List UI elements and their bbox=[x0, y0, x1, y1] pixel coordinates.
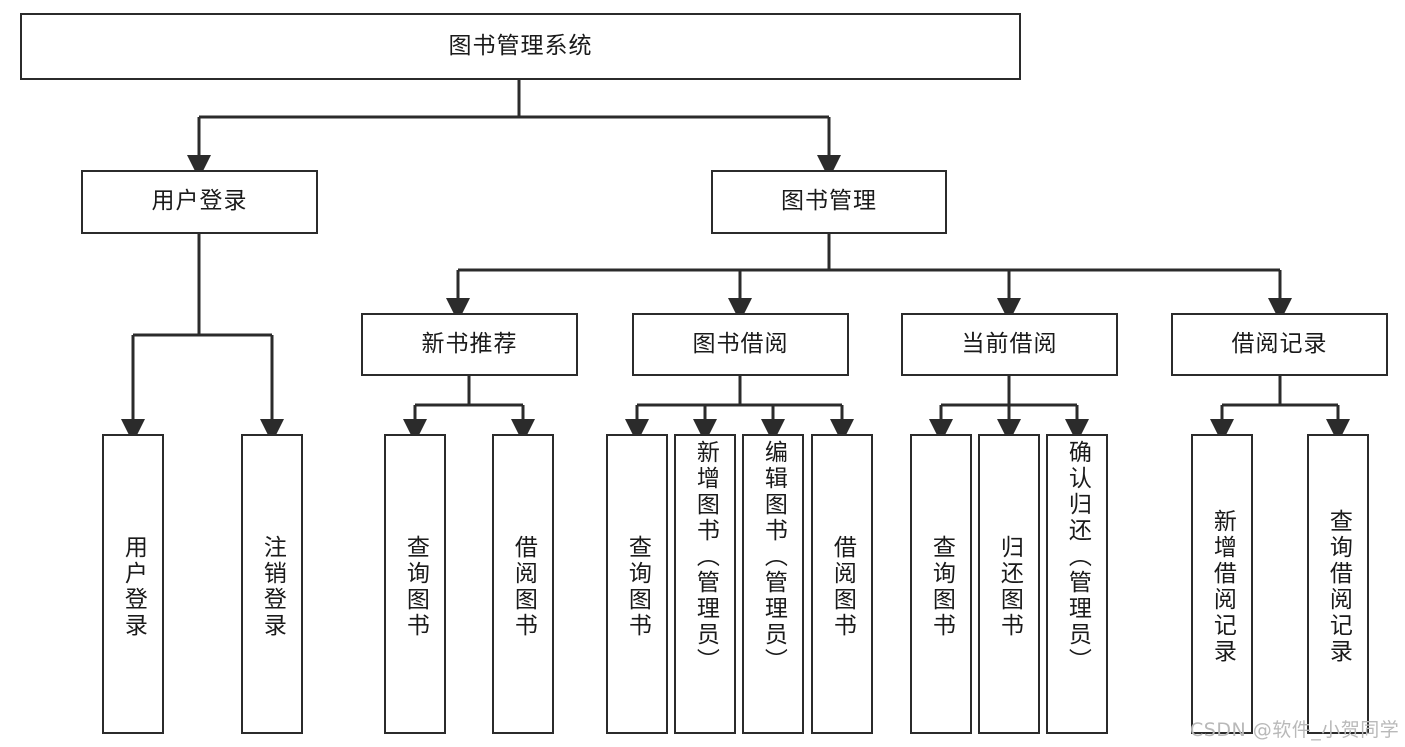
csdn-watermark: CSDN @软件_小贺同学 bbox=[1190, 719, 1400, 741]
leaf-edit-book-admin-label: 编辑图书（管理员） bbox=[760, 440, 787, 674]
leaf-confirm-return-admin-label: 确认归还（管理员） bbox=[1064, 440, 1091, 674]
node-root[interactable]: 图书管理系统 bbox=[20, 13, 1021, 80]
leaf-query-book-current[interactable]: 查询图书 bbox=[910, 434, 972, 734]
leaf-query-book-current-label: 查询图书 bbox=[928, 535, 955, 639]
node-current-borrow[interactable]: 当前借阅 bbox=[901, 313, 1118, 376]
leaf-add-book-admin[interactable]: 新增图书（管理员） bbox=[674, 434, 736, 734]
leaf-borrow-book-recommend-label: 借阅图书 bbox=[510, 535, 537, 639]
leaf-query-book-recommend[interactable]: 查询图书 bbox=[384, 434, 446, 734]
leaf-add-borrow-record[interactable]: 新增借阅记录 bbox=[1191, 434, 1253, 734]
leaf-query-borrow-record-label: 查询借阅记录 bbox=[1325, 509, 1352, 665]
leaf-borrow-book-label: 借阅图书 bbox=[829, 535, 856, 639]
node-user-login-label: 用户登录 bbox=[151, 188, 248, 215]
leaf-borrow-book[interactable]: 借阅图书 bbox=[811, 434, 873, 734]
leaf-query-book-borrow[interactable]: 查询图书 bbox=[606, 434, 668, 734]
leaf-borrow-book-recommend[interactable]: 借阅图书 bbox=[492, 434, 554, 734]
node-new-book-recommend-label: 新书推荐 bbox=[421, 330, 518, 357]
node-current-borrow-label: 当前借阅 bbox=[961, 330, 1058, 357]
node-borrow-record[interactable]: 借阅记录 bbox=[1171, 313, 1388, 376]
leaf-add-borrow-record-label: 新增借阅记录 bbox=[1209, 509, 1236, 665]
leaf-edit-book-admin[interactable]: 编辑图书（管理员） bbox=[742, 434, 804, 734]
leaf-user-login-label: 用户登录 bbox=[120, 535, 147, 639]
node-book-management[interactable]: 图书管理 bbox=[711, 170, 947, 234]
leaf-logout[interactable]: 注销登录 bbox=[241, 434, 303, 734]
node-new-book-recommend[interactable]: 新书推荐 bbox=[361, 313, 578, 376]
node-root-label: 图书管理系统 bbox=[448, 32, 593, 59]
leaf-user-login[interactable]: 用户登录 bbox=[102, 434, 164, 734]
leaf-logout-label: 注销登录 bbox=[259, 535, 286, 639]
node-user-login[interactable]: 用户登录 bbox=[81, 170, 318, 234]
node-book-borrow[interactable]: 图书借阅 bbox=[632, 313, 849, 376]
node-borrow-record-label: 借阅记录 bbox=[1231, 330, 1328, 357]
leaf-add-book-admin-label: 新增图书（管理员） bbox=[692, 440, 719, 674]
leaf-query-book-recommend-label: 查询图书 bbox=[402, 535, 429, 639]
leaf-return-book-label: 归还图书 bbox=[996, 535, 1023, 639]
leaf-query-borrow-record[interactable]: 查询借阅记录 bbox=[1307, 434, 1369, 734]
node-book-management-label: 图书管理 bbox=[781, 188, 877, 215]
leaf-query-book-borrow-label: 查询图书 bbox=[624, 535, 651, 639]
node-book-borrow-label: 图书借阅 bbox=[692, 330, 789, 357]
leaf-return-book[interactable]: 归还图书 bbox=[978, 434, 1040, 734]
leaf-confirm-return-admin[interactable]: 确认归还（管理员） bbox=[1046, 434, 1108, 734]
